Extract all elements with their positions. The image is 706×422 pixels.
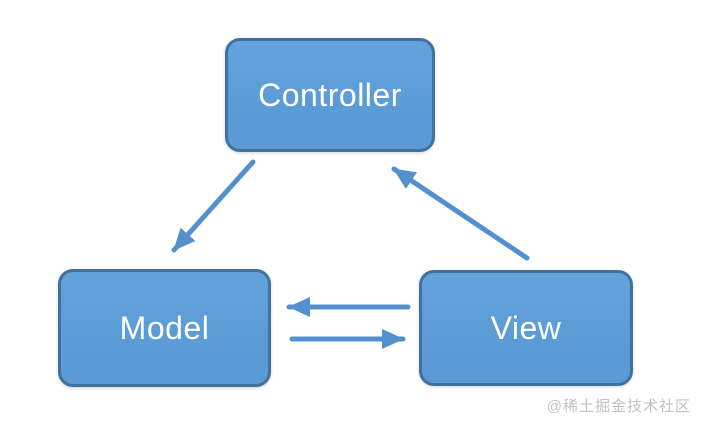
watermark: @稀土掘金技术社区 [546, 398, 691, 415]
node-view-label: View [490, 309, 562, 346]
arrow-view-to-controller [391, 166, 530, 261]
node-controller-label: Controller [258, 76, 402, 113]
node-controller: Controller [225, 38, 435, 152]
arrow-controller-to-model [171, 159, 256, 253]
node-model-label: Model [119, 309, 210, 346]
node-view: View [419, 270, 633, 386]
node-model: Model [58, 269, 271, 387]
